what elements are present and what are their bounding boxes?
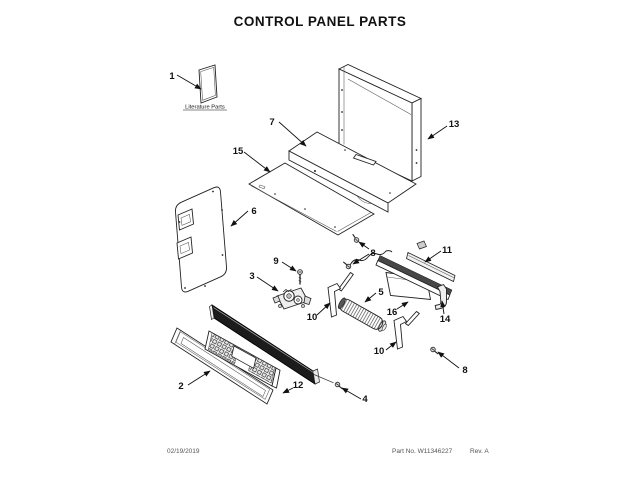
callout-arrow-8-up bbox=[358, 241, 370, 250]
callout-arrow-6 bbox=[230, 210, 249, 227]
part-15-cover-sheet bbox=[248, 162, 375, 236]
callout-label-10-upper: 10 bbox=[307, 312, 318, 323]
callout-label-11: 11 bbox=[442, 245, 453, 256]
callout-label-12: 12 bbox=[293, 380, 304, 391]
callout-label-1: 1 bbox=[169, 71, 175, 82]
footer-revision: Rev. A bbox=[470, 448, 489, 455]
callout-arrow-15 bbox=[243, 151, 271, 173]
part-10-bracket-upper bbox=[327, 271, 354, 318]
callout-label-4: 4 bbox=[362, 394, 368, 405]
callout-label-14: 14 bbox=[440, 314, 451, 325]
callout-label-13: 13 bbox=[449, 119, 460, 130]
part-3-latch-assembly bbox=[272, 287, 312, 310]
callout-arrow-10-upper bbox=[316, 302, 331, 316]
wire-connector bbox=[416, 240, 427, 250]
callout-arrow-13 bbox=[427, 125, 448, 140]
callout-label-8-bottom: 8 bbox=[462, 365, 467, 376]
part-8-screw bbox=[342, 261, 352, 270]
alignment-line bbox=[313, 374, 334, 384]
part-8-screw bbox=[430, 346, 439, 355]
callout-arrow-11 bbox=[424, 250, 442, 263]
callout-arrow-12 bbox=[282, 387, 294, 394]
callout-arrow-7 bbox=[278, 121, 307, 147]
callout-label-6: 6 bbox=[251, 206, 256, 217]
display-window bbox=[231, 345, 257, 369]
callout-labels: 1 7 13 15 6 11 8 9 3 5 16 10 14 10 8 2 1… bbox=[169, 71, 467, 405]
part-9-screw bbox=[297, 269, 303, 285]
callout-label-2: 2 bbox=[178, 381, 183, 392]
support-rail bbox=[375, 255, 453, 301]
part-7-housing-tray bbox=[288, 131, 417, 213]
footer-part-number: Part No. W11346227 bbox=[392, 448, 453, 455]
literature-caption: Literature Parts bbox=[185, 105, 225, 111]
callout-arrow-16 bbox=[396, 301, 409, 310]
callout-arrow-3 bbox=[256, 276, 279, 292]
part-10-bracket-lower bbox=[393, 310, 420, 350]
footer-date: 02/19/2019 bbox=[167, 448, 200, 455]
callout-label-3: 3 bbox=[249, 271, 254, 282]
callout-arrow-1 bbox=[176, 74, 202, 90]
keypad-button-grid bbox=[208, 332, 239, 365]
callout-label-10-lower: 10 bbox=[374, 346, 385, 357]
callout-arrow-9 bbox=[281, 261, 297, 272]
callout-arrow-10-lower bbox=[385, 341, 397, 351]
part-4-screw bbox=[334, 381, 344, 390]
callout-arrow-5 bbox=[364, 292, 377, 303]
callout-label-16: 16 bbox=[387, 307, 398, 318]
part-8-screw bbox=[350, 233, 361, 244]
callouts bbox=[176, 74, 460, 400]
callout-arrow-2 bbox=[187, 370, 211, 386]
callout-arrow-8-down bbox=[352, 253, 370, 265]
callout-arrow-14 bbox=[440, 300, 446, 315]
callout-label-9: 9 bbox=[273, 256, 278, 267]
part-6-side-panel bbox=[175, 186, 227, 293]
callout-label-8-top: 8 bbox=[370, 248, 375, 259]
page-title: CONTROL PANEL PARTS bbox=[234, 14, 407, 29]
callout-label-7: 7 bbox=[269, 117, 274, 128]
callout-arrow-4 bbox=[341, 387, 362, 400]
callout-label-5: 5 bbox=[378, 287, 384, 298]
callout-arrow-8-bottom bbox=[437, 351, 460, 369]
glass-overlay-panel bbox=[209, 304, 320, 385]
part-11-trim-strip bbox=[406, 251, 456, 283]
callout-label-15: 15 bbox=[233, 146, 244, 157]
part-1-literature-booklet: Literature Parts bbox=[183, 64, 227, 111]
part-12-keypad-panel bbox=[204, 330, 281, 389]
part-5-ribbed-duct bbox=[337, 297, 387, 332]
